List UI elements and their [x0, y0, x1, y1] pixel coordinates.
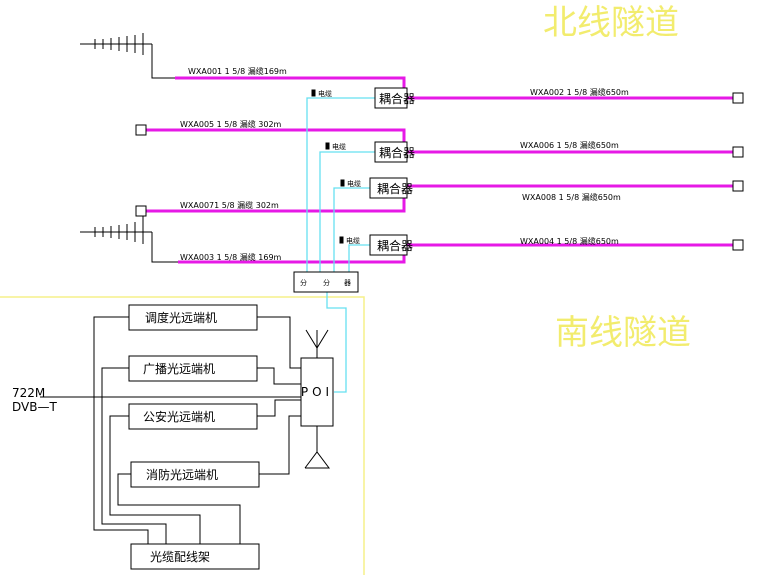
- terminator-wxa006: [732, 146, 744, 158]
- dispatch-box: [128, 304, 258, 331]
- terminator-wxa008: [732, 180, 744, 192]
- coupler-label-3: 耦合器: [377, 181, 413, 196]
- source-standard: DVB—T: [12, 400, 57, 414]
- splitter-char-1: 分: [300, 278, 307, 287]
- feeder-tags: [311, 89, 345, 244]
- terminator-wxa002: [732, 92, 744, 104]
- poi-label: POI: [301, 385, 333, 399]
- terminator-wxa004: [732, 239, 744, 251]
- equipment-wiring: [40, 316, 301, 544]
- fiber-rack-box: [130, 543, 260, 570]
- label-wxa008: WXA008 1 5/8 漏缆650m: [522, 192, 621, 202]
- dispatch-label: 调度光远端机: [145, 310, 217, 325]
- cable-wxa005: [146, 128, 406, 152]
- equipment-boxes: [128, 304, 260, 570]
- antenna-icon-bottom: [80, 210, 178, 263]
- feeder-lines: [306, 97, 375, 393]
- feeder-tag-1: 电缆: [318, 89, 332, 98]
- north-tunnel-title: 北线隧道: [543, 3, 679, 43]
- label-wxa006: WXA006 1 5/8 漏缆650m: [520, 140, 619, 150]
- feeder-tag-4: 电缆: [346, 236, 360, 245]
- label-wxa001: WXA001 1 5/8 漏缆169m: [188, 66, 287, 76]
- broadcast-label: 广播光远端机: [143, 362, 215, 376]
- splitter-box: [293, 271, 359, 293]
- label-wxa002: WXA002 1 5/8 漏缆650m: [530, 87, 629, 97]
- splitter-char-3: 器: [344, 279, 351, 287]
- coupler-label-4: 耦合器: [377, 238, 413, 253]
- feeder-tag-2: 电缆: [332, 142, 346, 151]
- fire-label: 消防光远端机: [146, 467, 218, 482]
- label-wxa003: WXA003 1 5/8 漏缆 169m: [180, 252, 282, 262]
- leaky-cables: [146, 76, 733, 264]
- broadcast-box: [128, 355, 258, 382]
- police-label: 公安光远端机: [143, 409, 215, 424]
- poi-antenna-top-icon: [305, 329, 329, 358]
- fire-box: [130, 461, 260, 488]
- source-frequency: 722M: [12, 386, 45, 400]
- south-tunnel-title: 南线隧道: [555, 313, 691, 353]
- coupler-box-4: [369, 234, 408, 256]
- label-wxa007: WXA0071 5/8 漏缆 302m: [180, 200, 279, 210]
- couplers: [369, 87, 408, 256]
- fiber-rack-label: 光缆配线架: [150, 550, 210, 564]
- poi-antenna-bottom-icon: [304, 426, 330, 469]
- coupler-box-3: [369, 177, 408, 199]
- coupler-label-2: 耦合器: [379, 145, 415, 160]
- antenna-icon-top: [80, 33, 175, 79]
- label-wxa005: WXA005 1 5/8 漏缆 302m: [180, 119, 282, 129]
- cable-wxa001: [175, 76, 406, 98]
- south-region-border: [0, 296, 365, 575]
- police-box: [128, 403, 258, 430]
- terminator-wxa007: [135, 205, 147, 217]
- coupler-label-1: 耦合器: [379, 91, 415, 106]
- feeder-tag-3: 电缆: [347, 179, 361, 188]
- label-wxa004: WXA004 1 5/8 漏缆650m: [520, 236, 619, 246]
- coupler-box-1: [374, 87, 408, 109]
- cable-terminators: [135, 92, 744, 251]
- coupler-box-2: [374, 141, 408, 163]
- splitter-char-2: 分: [323, 278, 330, 287]
- terminator-wxa005: [135, 124, 147, 136]
